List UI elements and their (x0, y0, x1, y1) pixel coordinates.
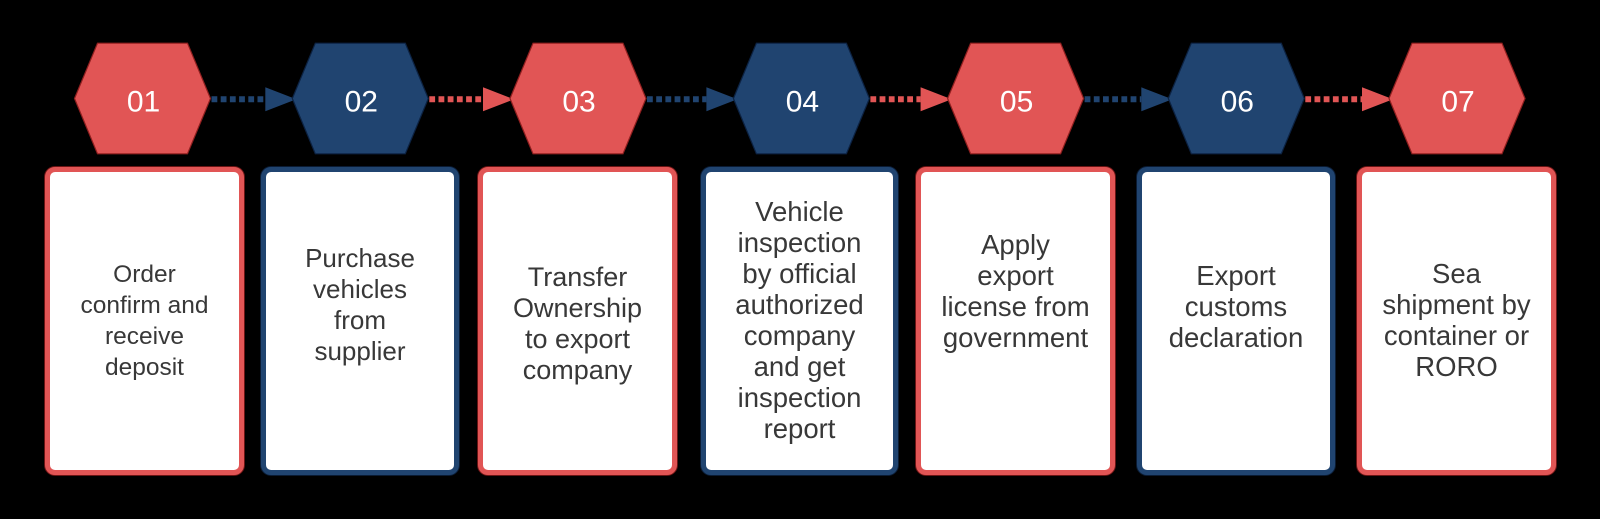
svg-text:05: 05 (1000, 86, 1033, 119)
svg-text:01: 01 (127, 86, 160, 119)
svg-text:06: 06 (1221, 86, 1254, 119)
svg-text:07: 07 (1441, 86, 1474, 119)
svg-text:02: 02 (345, 86, 378, 119)
svg-text:04: 04 (786, 86, 819, 119)
svg-text:03: 03 (562, 86, 595, 119)
